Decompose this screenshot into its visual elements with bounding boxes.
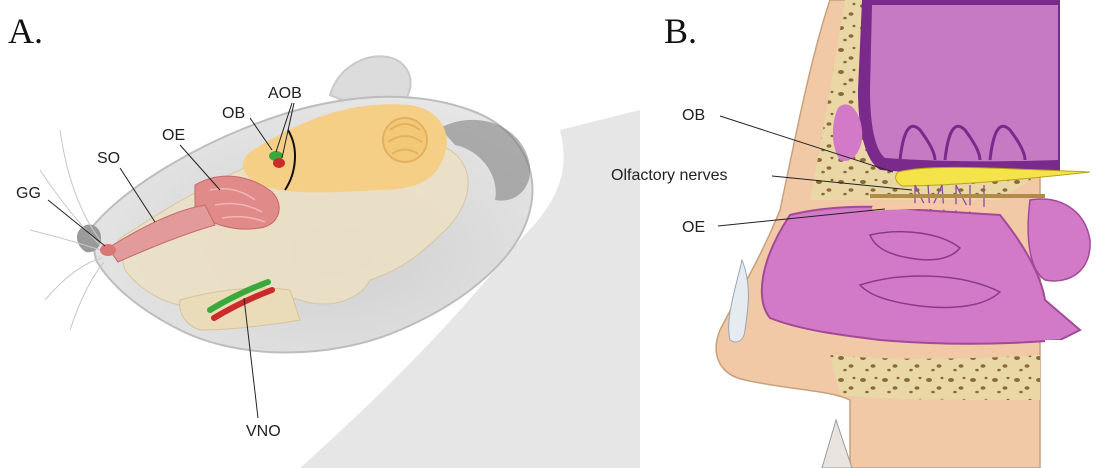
label-vno: VNO (246, 423, 281, 440)
incisor (822, 420, 852, 468)
panel-a-illustration: OB AOB OE SO GG VNO (16, 56, 640, 468)
hard-palate (830, 355, 1040, 400)
label-so: SO (97, 150, 120, 167)
brain-inner (870, 5, 1058, 161)
grueneberg-ganglion (100, 244, 116, 256)
cerebellum (383, 118, 427, 162)
label-aob: AOB (268, 85, 302, 102)
label-oe-b: OE (682, 219, 705, 236)
sphenoid-sinus (1028, 199, 1090, 281)
panel-b-cutout (1045, 340, 1107, 468)
nasal-cartilage (729, 260, 749, 342)
label-ob-a: OB (222, 105, 245, 122)
snout-tip (77, 225, 101, 253)
whiskers (30, 130, 104, 330)
label-olfactory-nerves: Olfactory nerves (611, 167, 727, 184)
aob-red-spot (273, 158, 285, 168)
panel-b-illustration: OB Olfactory nerves OE (611, 0, 1107, 468)
label-ob-b: OB (682, 107, 705, 124)
label-oe-a: OE (162, 127, 185, 144)
label-gg: GG (16, 185, 41, 202)
